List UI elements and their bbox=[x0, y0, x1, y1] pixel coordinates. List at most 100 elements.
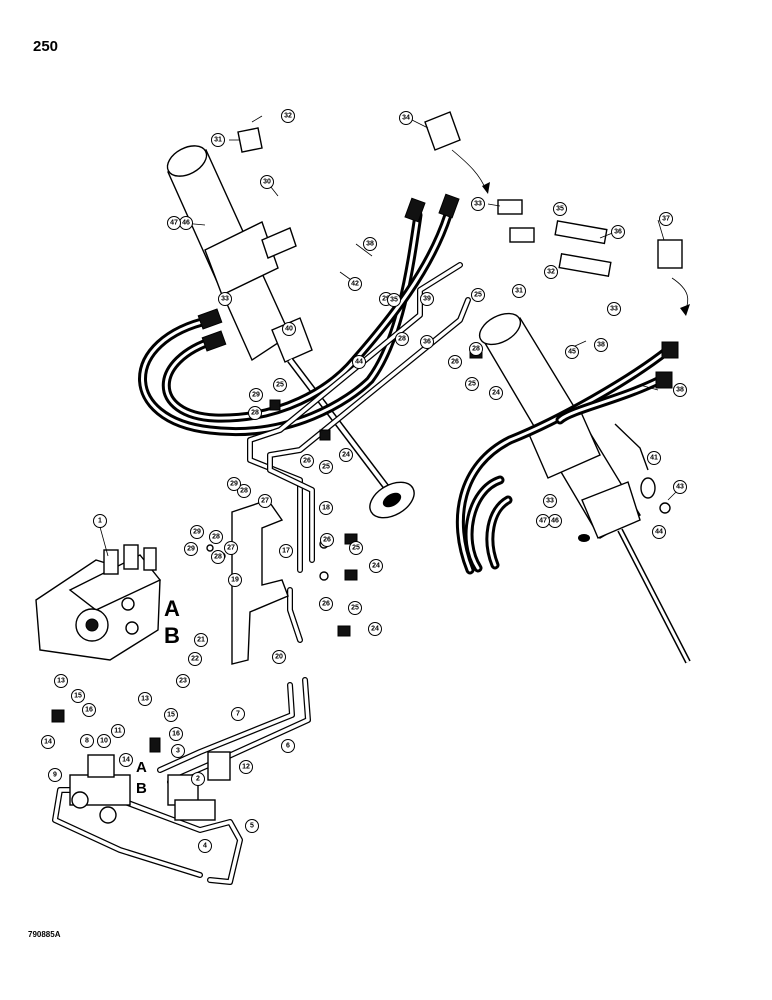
callout-number: 8 bbox=[85, 738, 89, 745]
callout-29: 29 bbox=[190, 525, 204, 539]
callout-number: 44 bbox=[655, 529, 663, 536]
callout-number: 26 bbox=[303, 458, 311, 465]
callout-circle bbox=[171, 744, 185, 758]
callout-circle bbox=[420, 335, 434, 349]
callout-circle bbox=[368, 622, 382, 636]
callout-28: 28 bbox=[248, 406, 262, 420]
callout-circle bbox=[231, 707, 245, 721]
callout-circle bbox=[395, 332, 409, 346]
callout-circle bbox=[97, 734, 111, 748]
callout-14: 14 bbox=[119, 753, 133, 767]
callout-25: 25 bbox=[465, 377, 479, 391]
page-number: 250 bbox=[33, 38, 59, 55]
callout-circle bbox=[611, 225, 625, 239]
callout-44: 44 bbox=[352, 355, 366, 369]
callout-number: 24 bbox=[342, 452, 350, 459]
callout-number: 26 bbox=[451, 359, 459, 366]
callout-39: 39 bbox=[420, 292, 434, 306]
callout-33: 33 bbox=[543, 494, 557, 508]
callout-circle bbox=[169, 727, 183, 741]
callout-number: 25 bbox=[468, 381, 476, 388]
callout-number: 3 bbox=[176, 748, 180, 755]
callout-25: 25 bbox=[349, 541, 363, 555]
callout-number: 16 bbox=[172, 731, 180, 738]
callout-number: 24 bbox=[371, 626, 379, 633]
callout-circle bbox=[198, 839, 212, 853]
callout-29: 29 bbox=[227, 477, 241, 491]
callout-40: 40 bbox=[282, 322, 296, 336]
callout-28: 28 bbox=[211, 550, 225, 564]
callout-2: 2 bbox=[191, 772, 205, 786]
callout-number: 20 bbox=[275, 654, 283, 661]
callout-36: 36 bbox=[611, 225, 625, 239]
fitting-port-a-label: A bbox=[136, 759, 147, 776]
callout-number: 7 bbox=[236, 711, 240, 718]
callout-circle bbox=[211, 550, 225, 564]
callout-6: 6 bbox=[281, 739, 295, 753]
callout-circle bbox=[544, 265, 558, 279]
callout-19: 19 bbox=[228, 573, 242, 587]
callout-number: 22 bbox=[191, 656, 199, 663]
callout-number: 28 bbox=[212, 534, 220, 541]
valve-port-b-label: B bbox=[164, 623, 180, 648]
callout-33: 33 bbox=[607, 302, 621, 316]
callout-number: 21 bbox=[197, 637, 205, 644]
callout-number: 47 bbox=[539, 518, 547, 525]
callout-41: 41 bbox=[647, 451, 661, 465]
callout-circle bbox=[352, 355, 366, 369]
callout-12: 12 bbox=[239, 760, 253, 774]
right-hoses bbox=[455, 341, 679, 575]
callout-33: 33 bbox=[218, 292, 232, 306]
callout-42: 42 bbox=[348, 277, 362, 291]
callout-circle bbox=[339, 448, 353, 462]
callout-number: 41 bbox=[650, 455, 658, 462]
callout-44: 44 bbox=[652, 525, 666, 539]
callout-number: 29 bbox=[230, 481, 238, 488]
callout-circle bbox=[673, 383, 687, 397]
callout-circle bbox=[93, 514, 107, 528]
callout-circle bbox=[228, 573, 242, 587]
callout-circle bbox=[111, 724, 125, 738]
callout-28: 28 bbox=[395, 332, 409, 346]
callout-circle bbox=[369, 559, 383, 573]
callout-24: 24 bbox=[339, 448, 353, 462]
callout-number: 32 bbox=[547, 269, 555, 276]
callout-number: 29 bbox=[382, 296, 390, 303]
callout-number: 23 bbox=[179, 678, 187, 685]
callout-35: 35 bbox=[553, 202, 567, 216]
callout-27: 27 bbox=[224, 541, 238, 555]
callout-circle bbox=[300, 454, 314, 468]
callout-number: 28 bbox=[240, 488, 248, 495]
callout-circle bbox=[138, 692, 152, 706]
callout-number: 25 bbox=[322, 464, 330, 471]
callout-circle bbox=[224, 541, 238, 555]
callout-number: 38 bbox=[366, 241, 374, 248]
callout-circle bbox=[448, 355, 462, 369]
callout-number: 25 bbox=[474, 292, 482, 299]
callout-circle bbox=[260, 175, 274, 189]
callout-circle bbox=[319, 501, 333, 515]
callout-number: 29 bbox=[187, 546, 195, 553]
callout-43: 43 bbox=[673, 480, 687, 494]
callout-number: 28 bbox=[398, 336, 406, 343]
callout-circle bbox=[543, 494, 557, 508]
callout-circle bbox=[164, 708, 178, 722]
callout-number: 38 bbox=[676, 387, 684, 394]
callout-circle bbox=[399, 111, 413, 125]
callout-number: 13 bbox=[141, 696, 149, 703]
callout-circle bbox=[71, 689, 85, 703]
callout-number: 25 bbox=[352, 545, 360, 552]
valve-port-a-label: A bbox=[164, 596, 180, 621]
callout-number: 26 bbox=[323, 537, 331, 544]
callout-number: 28 bbox=[214, 554, 222, 561]
callout-number: 24 bbox=[372, 563, 380, 570]
callout-number: 4 bbox=[203, 843, 207, 850]
callout-number: 44 bbox=[355, 359, 363, 366]
callout-34: 34 bbox=[399, 111, 413, 125]
callout-circle bbox=[211, 133, 225, 147]
callout-20: 20 bbox=[272, 650, 286, 664]
callout-circle bbox=[565, 345, 579, 359]
callout-28: 28 bbox=[209, 530, 223, 544]
callout-13: 13 bbox=[138, 692, 152, 706]
